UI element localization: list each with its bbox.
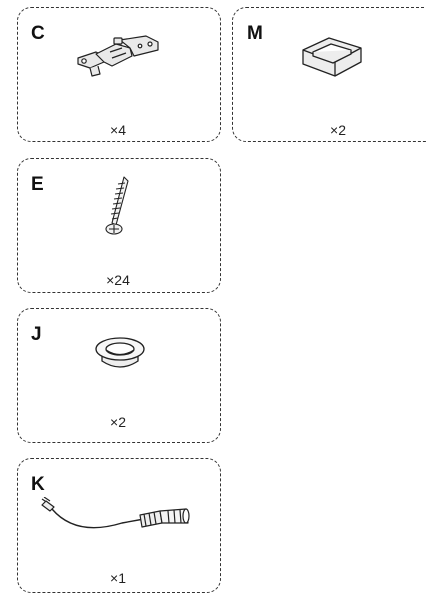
part-quantity: ×1 — [88, 571, 148, 585]
hinge-icon — [70, 32, 166, 80]
part-letter: E — [31, 175, 44, 194]
part-card-e: E ×24 — [17, 158, 221, 293]
part-card-c: C ×4 — [17, 7, 221, 142]
part-card-j: J ×2 — [17, 308, 221, 443]
power-cord-icon — [36, 497, 196, 541]
part-card-k: K ×1 — [17, 458, 221, 593]
part-letter: J — [31, 325, 42, 344]
clip-bracket-icon — [299, 32, 369, 80]
part-letter: K — [31, 475, 45, 494]
part-quantity: ×24 — [88, 273, 148, 287]
grommet-icon — [92, 331, 148, 375]
part-quantity: ×4 — [88, 123, 148, 137]
part-letter: M — [247, 24, 263, 43]
part-quantity: ×2 — [88, 415, 148, 429]
part-card-m: M ×2 — [232, 7, 426, 142]
screw-icon — [104, 175, 134, 237]
part-quantity: ×2 — [308, 123, 368, 137]
part-letter: C — [31, 24, 45, 43]
